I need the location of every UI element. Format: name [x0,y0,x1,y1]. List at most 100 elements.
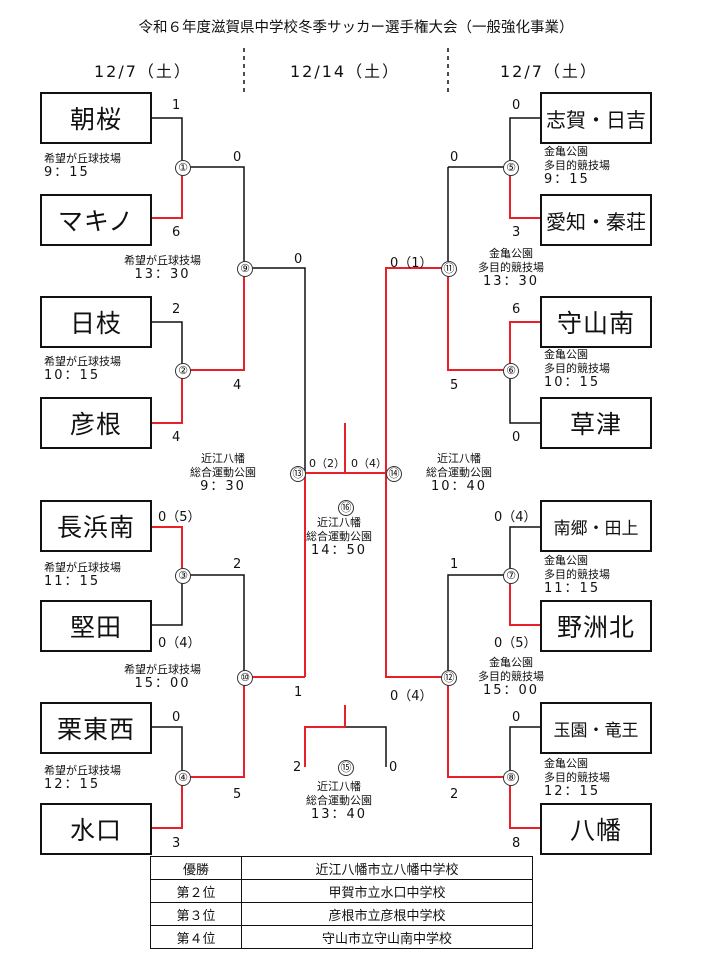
line-m3-winner [182,574,245,677]
score-final-a: 0（2） [309,457,345,470]
score-m2-a: 2 [172,302,181,317]
result-rank: 第４位 [150,925,242,949]
win-minakuchi [152,777,183,829]
date-right: 12/7（土） [500,62,598,81]
team-tamazonoryuo: 玉園・竜王 [540,702,652,754]
score-m7-a: 0（4） [494,510,537,525]
team-minakuchi: 水口 [40,803,152,855]
score-m4-b: 3 [172,836,181,851]
match-number-13: ⑬ [290,466,306,482]
match-number-3: ③ [175,568,191,584]
result-school: 近江八幡市立八幡中学校 [241,856,533,880]
result-school: 彦根市立彦根中学校 [241,902,533,926]
score-m6-a: 6 [512,302,521,317]
match-number-16: ⑯ [338,500,354,516]
result-rank: 第２位 [150,879,242,903]
match-number-1: ① [175,160,191,176]
win-m2 [182,268,245,371]
team-hachiman: 八幡 [540,803,652,855]
score-m12-a: 1 [450,557,459,572]
line-tamazonoryuo [509,726,540,777]
match-number-6: ⑥ [503,363,519,379]
team-hie: 日枝 [40,296,152,348]
line-nangotanakami [509,526,540,575]
win-nagahamaminami [152,526,183,575]
team-moriyamaminami: 守山南 [540,296,652,348]
match-number-11: ⑪ [441,261,457,277]
score-third-b: 0 [389,760,398,775]
score-m1-a: 1 [172,98,181,113]
score-m8-a: 0 [512,710,521,725]
win-moriyamaminami [509,321,540,370]
score-m12-b: 2 [450,787,459,802]
score-m13-b: 1 [294,685,303,700]
score-m6-b: 0 [512,430,521,445]
match-number-10: ⑩ [237,670,253,686]
win-makino [152,167,183,219]
team-nagahamaminami: 長浜南 [40,500,152,552]
result-rank: 第３位 [150,902,242,926]
score-third-a: 2 [293,760,302,775]
score-m2-b: 4 [172,430,181,445]
line-moriyamaminami-upper [509,321,540,370]
team-rittohnishi: 栗東西 [40,702,152,754]
match-number-2: ② [175,363,191,379]
table-row: 第２位 甲賀市立水口中学校 [150,879,533,903]
line-rittohnishi [152,726,183,777]
team-aichihata: 愛知・秦荘 [540,194,652,246]
match-number-8: ⑧ [503,770,519,786]
score-m11-a-upper: 0 [450,150,459,165]
match-number-5: ⑤ [503,160,519,176]
score-m10-b: 5 [233,787,242,802]
line-asahi [152,117,183,167]
result-school: 甲賀市立水口中学校 [241,879,533,903]
page-title: 令和６年度滋賀県中学校冬季サッカー選手権大会（一般強化事業） [138,20,574,36]
team-shigahiyoshi: 志賀・日吉 [540,92,652,144]
table-row: 第３位 彦根市立彦根中学校 [150,902,533,926]
team-makino: マキノ [40,194,152,246]
match-number-12: ⑫ [441,670,457,686]
team-asahi: 朝桜 [40,92,152,144]
line-kusatsu [509,370,540,424]
results-table: 優勝 近江八幡市立八幡中学校 第２位 甲賀市立水口中学校 第３位 彦根市立彦根中… [150,856,533,949]
win-hachiman [509,777,540,829]
date-left: 12/7（土） [94,62,192,81]
score-m5-b: 3 [512,225,521,240]
score-m9-a: 0 [233,150,242,165]
score-m14-a: 0（1） [390,256,433,271]
team-katata: 堅田 [40,600,152,652]
line-m1-winner-upper [182,166,245,268]
line-hie [152,321,183,370]
win-third-place [304,726,345,767]
win-m12 [385,473,448,678]
match-number-4: ④ [175,770,191,786]
table-row: 優勝 近江八幡市立八幡中学校 [150,856,533,880]
win-yasuhoku [509,575,540,626]
line-katata [152,575,183,626]
table-row: 第４位 守山市立守山南中学校 [150,925,533,949]
line-m9-winner [244,267,306,473]
win-aichihata [509,167,540,219]
match-number-14: ⑭ [386,466,402,482]
team-yasuhoku: 野洲北 [540,600,652,652]
score-m1-b: 6 [172,225,181,240]
match-number-7: ⑦ [503,568,519,584]
win-m6 [447,268,510,371]
result-school: 守山市立守山南中学校 [241,925,533,949]
